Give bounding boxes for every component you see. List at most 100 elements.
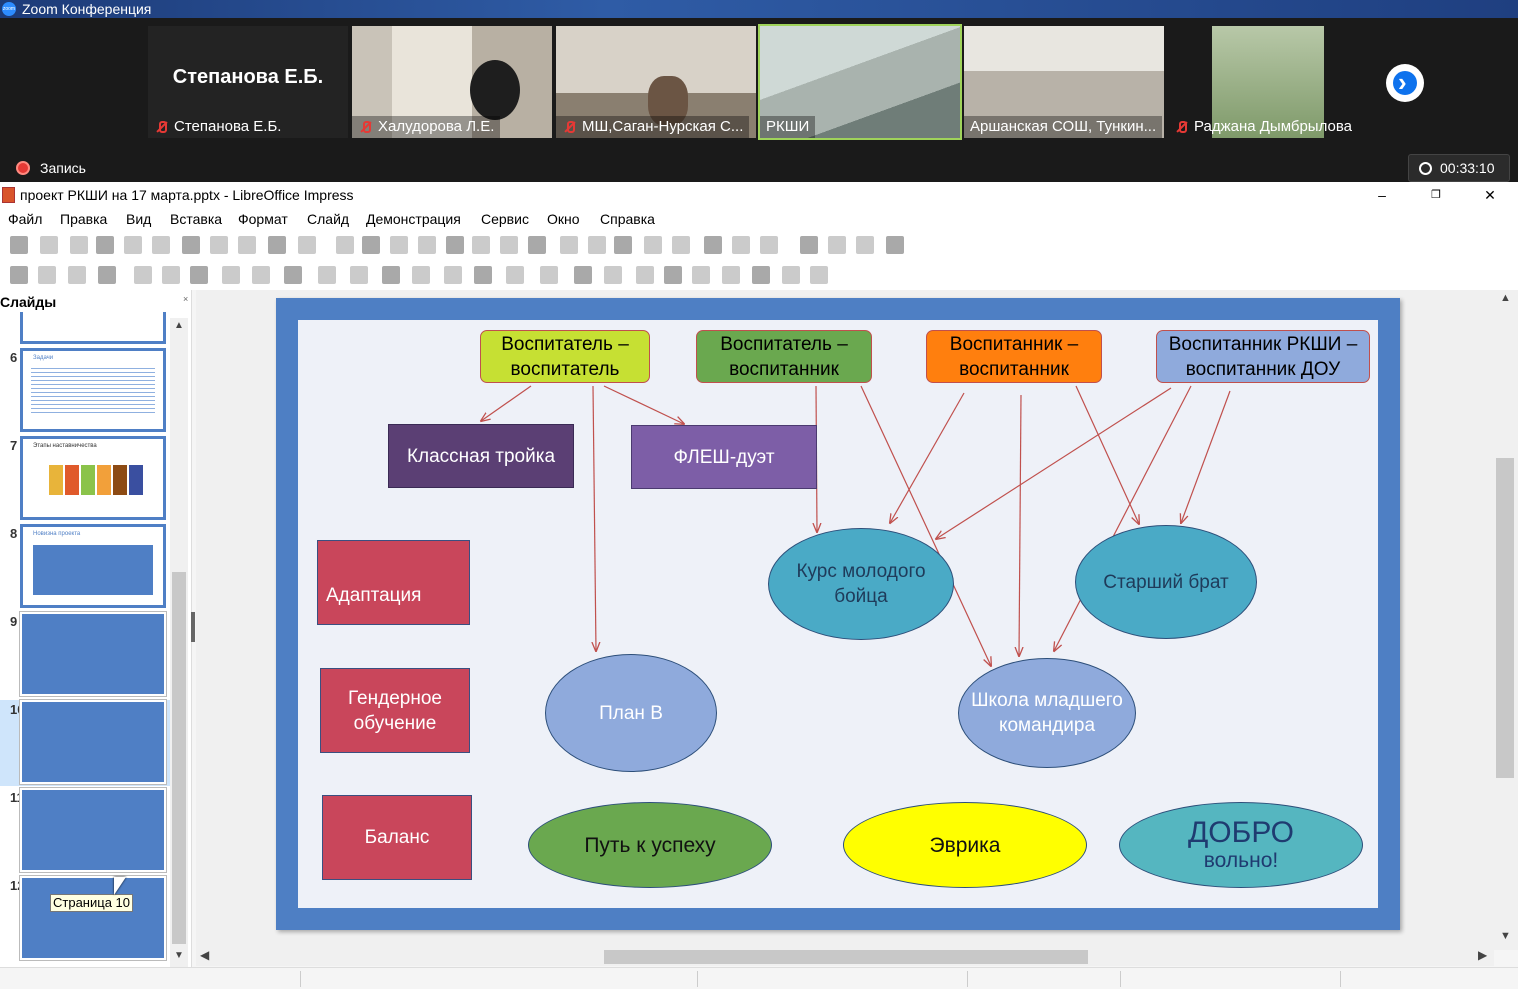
menu-file[interactable]: Файл [8,211,43,227]
toolbar-button-icon[interactable] [732,236,750,254]
menu-slideshow[interactable]: Демонстрация [366,211,461,227]
scrollbar-thumb[interactable] [1496,458,1514,778]
toolbar-button-icon[interactable] [810,266,828,284]
participant-tile[interactable]: Халудорова Л.Е. [352,26,552,138]
scrollbar-thumb[interactable] [604,950,1088,964]
scrollbar-thumb[interactable] [172,572,186,944]
toolbar-button-icon[interactable] [40,236,58,254]
toolbar-button-icon[interactable] [96,236,114,254]
menu-view[interactable]: Вид [126,211,152,227]
toolbar-button-icon[interactable] [382,266,400,284]
toolbar-button-icon[interactable] [124,236,142,254]
recording-indicator[interactable]: Запись [16,160,86,176]
scroll-up-icon[interactable]: ▲ [1500,292,1511,304]
menu-slide[interactable]: Слайд [307,211,350,227]
scroll-up-icon[interactable]: ▲ [174,320,184,331]
vertical-scrollbar[interactable]: ▲ ▼ [1494,290,1518,950]
toolbar-button-icon[interactable] [828,236,846,254]
scroll-down-icon[interactable]: ▼ [1500,930,1511,942]
menu-edit[interactable]: Правка [60,211,108,227]
next-participants-button[interactable]: › [1386,64,1424,102]
close-pane-icon[interactable]: × [183,294,189,304]
toolbar-button-icon[interactable] [190,266,208,284]
toolbar-button-icon[interactable] [38,266,56,284]
slide-thumbnail-9[interactable]: 9 [0,611,170,698]
slides-pane-scrollbar[interactable]: ▲ ▼ [170,318,188,968]
toolbar-button-icon[interactable] [664,266,682,284]
horizontal-scrollbar[interactable]: ◀ ▶ [196,948,1494,966]
toolbar-button-icon[interactable] [162,266,180,284]
slide-thumbnail-12[interactable]: 12 [0,875,170,962]
toolbar-button-icon[interactable] [336,236,354,254]
participant-tile[interactable]: Аршанская СОШ, Тункин... [964,26,1164,138]
toolbar-button-icon[interactable] [574,266,592,284]
menu-window[interactable]: Окно [547,211,580,227]
pane-splitter[interactable] [191,612,195,642]
toolbar-button-icon[interactable] [318,266,336,284]
toolbar-button-icon[interactable] [540,266,558,284]
slide-thumbnail-11[interactable]: 11 [0,787,170,874]
toolbar-button-icon[interactable] [210,236,228,254]
toolbar-button-icon[interactable] [390,236,408,254]
toolbar-button-icon[interactable] [704,236,722,254]
toolbar-button-icon[interactable] [446,236,464,254]
toolbar-button-icon[interactable] [182,236,200,254]
menu-insert[interactable]: Вставка [170,211,223,227]
toolbar-button-icon[interactable] [644,236,662,254]
toolbar-button-icon[interactable] [506,266,524,284]
toolbar-button-icon[interactable] [68,266,86,284]
participant-tile[interactable]: МШ,Саган-Нурская С... [556,26,756,138]
toolbar-button-icon[interactable] [412,266,430,284]
toolbar-button-icon[interactable] [760,236,778,254]
toolbar-button-icon[interactable] [222,266,240,284]
toolbar-button-icon[interactable] [350,266,368,284]
toolbar-button-icon[interactable] [268,236,286,254]
toolbar-button-icon[interactable] [98,266,116,284]
toolbar-button-icon[interactable] [298,236,316,254]
toolbar-button-icon[interactable] [444,266,462,284]
scroll-down-icon[interactable]: ▼ [174,950,184,961]
toolbar-button-icon[interactable] [528,236,546,254]
toolbar-button-icon[interactable] [604,266,622,284]
toolbar-button-icon[interactable] [752,266,770,284]
scroll-left-icon[interactable]: ◀ [200,948,210,962]
close-button[interactable]: ✕ [1484,187,1496,203]
toolbar-button-icon[interactable] [472,236,490,254]
toolbar-button-icon[interactable] [252,266,270,284]
maximize-button[interactable]: ❐ [1431,189,1441,201]
toolbar-button-icon[interactable] [134,266,152,284]
slide-thumbnail-5[interactable] [0,312,170,346]
menu-format[interactable]: Формат [238,211,288,227]
toolbar-button-icon[interactable] [10,266,28,284]
toolbar-button-icon[interactable] [856,236,874,254]
toolbar-button-icon[interactable] [500,236,518,254]
toolbar-button-icon[interactable] [10,236,28,254]
scroll-right-icon[interactable]: ▶ [1478,948,1488,962]
toolbar-button-icon[interactable] [70,236,88,254]
toolbar-button-icon[interactable] [418,236,436,254]
toolbar-button-icon[interactable] [238,236,256,254]
toolbar-button-icon[interactable] [588,236,606,254]
toolbar-button-icon[interactable] [474,266,492,284]
participant-tile[interactable]: Степанова Е.Б. Степанова Е.Б. [148,26,348,138]
participant-tile-active[interactable]: РКШИ [758,24,962,140]
toolbar-button-icon[interactable] [692,266,710,284]
toolbar-button-icon[interactable] [362,236,380,254]
menu-tools[interactable]: Сервис [481,211,529,227]
toolbar-button-icon[interactable] [636,266,654,284]
toolbar-button-icon[interactable] [800,236,818,254]
toolbar-button-icon[interactable] [152,236,170,254]
toolbar-button-icon[interactable] [886,236,904,254]
slide-thumbnail-8[interactable]: 8 Новизна проекта [0,524,170,610]
slide-thumbnail-6[interactable]: 6 Задачи [0,348,170,434]
menu-help[interactable]: Справка [600,211,655,227]
toolbar-button-icon[interactable] [560,236,578,254]
toolbar-button-icon[interactable] [284,266,302,284]
slide-thumbnail-10-selected[interactable]: 10 [0,699,170,786]
toolbar-button-icon[interactable] [614,236,632,254]
slide-thumbnail-7[interactable]: 7 Этапы наставничества [0,436,170,522]
toolbar-button-icon[interactable] [722,266,740,284]
toolbar-button-icon[interactable] [782,266,800,284]
participant-tile[interactable]: Раджана Дымбрылова [1168,26,1368,138]
minimize-button[interactable]: – [1378,187,1386,203]
